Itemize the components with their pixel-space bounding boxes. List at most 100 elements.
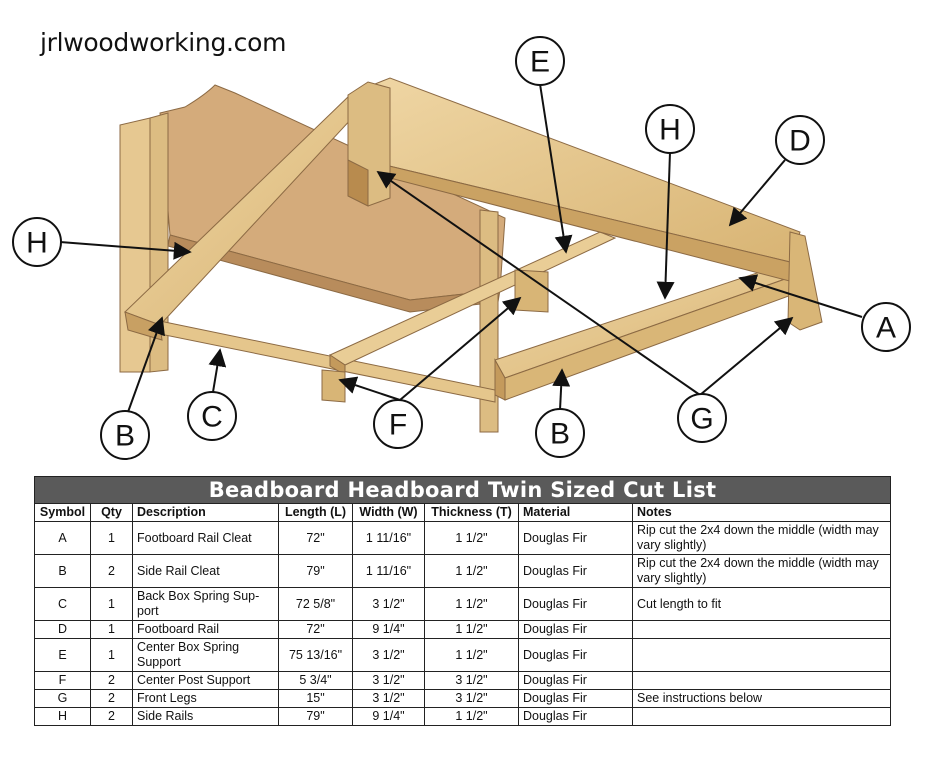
- callout-c: C: [187, 391, 237, 441]
- cell-length: 15": [278, 689, 353, 708]
- leader-b-left: [127, 316, 165, 413]
- cell-qty: 2: [90, 554, 133, 588]
- cell-material: Douglas Fir: [518, 554, 633, 588]
- table-row: B 2 Side Rail Cleat 79" 1 11/16" 1 1/2" …: [34, 554, 892, 588]
- cell-symbol: C: [34, 587, 91, 621]
- cell-thickness: 1 1/2": [424, 707, 519, 726]
- leader-g-b: [699, 316, 794, 396]
- cell-material: Douglas Fir: [518, 707, 633, 726]
- callout-a: A: [861, 302, 911, 352]
- cell-description: Front Legs: [132, 689, 279, 708]
- cell-symbol: G: [34, 689, 91, 708]
- cell-qty: 2: [90, 689, 133, 708]
- table-row: F 2 Center Post Support 5 3/4" 3 1/2" 3 …: [34, 671, 892, 690]
- callout-a-label: A: [876, 312, 896, 345]
- callout-b-right-label: B: [550, 418, 570, 451]
- callout-c-label: C: [201, 401, 223, 434]
- table-row: G 2 Front Legs 15" 3 1/2" 3 1/2" Douglas…: [34, 689, 892, 708]
- cell-length: 79": [278, 554, 353, 588]
- cell-width: 1 11/16": [352, 521, 425, 555]
- cell-width: 1 11/16": [352, 554, 425, 588]
- callout-h-top: H: [645, 104, 695, 154]
- col-header-thickness: Thickness (T): [424, 503, 519, 522]
- center-post-support-front: [321, 369, 346, 403]
- col-header-notes: Notes: [631, 503, 892, 522]
- cell-notes: Rip cut the 2x4 down the middle (width m…: [631, 554, 892, 588]
- cell-qty: 1: [90, 620, 133, 639]
- cell-material: Douglas Fir: [518, 521, 633, 555]
- front-leg-left: [347, 81, 391, 207]
- cell-notes: [631, 638, 892, 672]
- table-row: D 1 Footboard Rail 72" 9 1/4" 1 1/2" Dou…: [34, 620, 892, 639]
- cell-notes: [631, 707, 892, 726]
- callout-f-label: F: [389, 409, 407, 442]
- cell-width: 9 1/4": [352, 707, 425, 726]
- leader-a: [738, 274, 863, 318]
- cell-qty: 2: [90, 671, 133, 690]
- header-row: Symbol Qty Description Length (L) Width …: [34, 503, 892, 522]
- cell-length: 75 13/16": [278, 638, 353, 672]
- callout-b-left-label: B: [115, 420, 135, 453]
- cell-material: Douglas Fir: [518, 671, 633, 690]
- cell-thickness: 1 1/2": [424, 620, 519, 639]
- leader-d: [728, 159, 786, 227]
- cell-description: Side Rail Cleat: [132, 554, 279, 588]
- cell-symbol: A: [34, 521, 91, 555]
- cell-description: Back Box Spring Sup-port: [132, 587, 279, 621]
- cell-symbol: H: [34, 707, 91, 726]
- cell-length: 72": [278, 620, 353, 639]
- leader-h-top: [656, 151, 675, 300]
- table-row: H 2 Side Rails 79" 9 1/4" 1 1/2" Douglas…: [34, 707, 892, 726]
- table-row: E 1 Center Box Spring Support 75 13/16" …: [34, 638, 892, 672]
- callout-b-right: B: [535, 408, 585, 458]
- callout-d-label: D: [789, 125, 811, 158]
- callout-b-left: B: [100, 410, 150, 460]
- cell-material: Douglas Fir: [518, 587, 633, 621]
- col-header-qty: Qty: [90, 503, 133, 522]
- site-logo-text: jrlwoodworking.com: [40, 28, 287, 57]
- cell-notes: See instructions below: [631, 689, 892, 708]
- cut-list-table: Beadboard Headboard Twin Sized Cut List …: [33, 476, 892, 726]
- callout-g: G: [677, 393, 727, 443]
- cell-symbol: E: [34, 638, 91, 672]
- bed-frame-diagram: E H D H A B C F B G: [12, 36, 911, 460]
- leader-lines: [59, 83, 863, 413]
- cell-qty: 1: [90, 587, 133, 621]
- cell-thickness: 1 1/2": [424, 554, 519, 588]
- cell-qty: 1: [90, 638, 133, 672]
- col-header-width: Width (W): [352, 503, 425, 522]
- callout-h-top-label: H: [659, 114, 681, 147]
- cell-description: Center Post Support: [132, 671, 279, 690]
- col-header-length: Length (L): [278, 503, 353, 522]
- headboard-right-post: [479, 209, 499, 433]
- front-leg-right: [787, 231, 823, 331]
- cell-description: Footboard Rail: [132, 620, 279, 639]
- leader-g-a: [376, 170, 701, 396]
- table-row: A 1 Footboard Rail Cleat 72" 1 11/16" 1 …: [34, 521, 892, 555]
- cell-width: 3 1/2": [352, 671, 425, 690]
- cell-qty: 1: [90, 521, 133, 555]
- cell-symbol: F: [34, 671, 91, 690]
- cell-width: 9 1/4": [352, 620, 425, 639]
- cell-length: 72 5/8": [278, 587, 353, 621]
- cell-thickness: 1 1/2": [424, 638, 519, 672]
- leader-b-right: [552, 368, 571, 411]
- cell-thickness: 1 1/2": [424, 521, 519, 555]
- callout-g-label: G: [690, 403, 713, 436]
- center-post-support-back: [514, 269, 549, 313]
- col-header-symbol: Symbol: [34, 503, 91, 522]
- cell-qty: 2: [90, 707, 133, 726]
- cell-notes: Cut length to fit: [631, 587, 892, 621]
- cell-notes: [631, 620, 892, 639]
- cell-description: Center Box Spring Support: [132, 638, 279, 672]
- cell-thickness: 1 1/2": [424, 587, 519, 621]
- cell-thickness: 3 1/2": [424, 689, 519, 708]
- leader-h-left: [59, 241, 192, 260]
- cell-length: 5 3/4": [278, 671, 353, 690]
- cell-material: Douglas Fir: [518, 689, 633, 708]
- cut-list-title: Beadboard Headboard Twin Sized Cut List: [33, 476, 892, 504]
- callout-f: F: [373, 399, 423, 449]
- cell-description: Footboard Rail Cleat: [132, 521, 279, 555]
- callout-e: E: [515, 36, 565, 86]
- callout-d: D: [775, 115, 825, 165]
